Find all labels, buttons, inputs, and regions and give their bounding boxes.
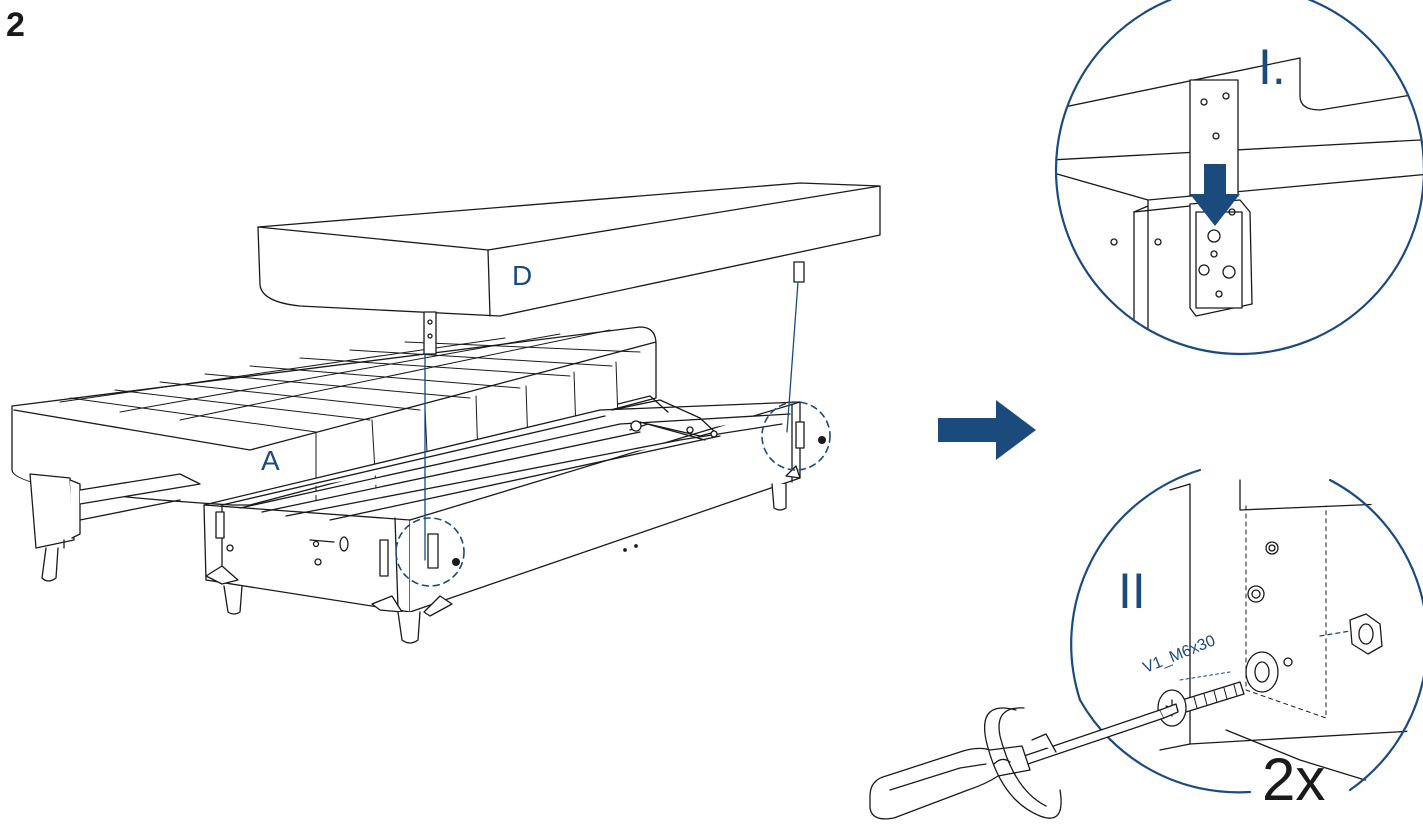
lift-mechanism: [611, 395, 718, 441]
detail-two-view: [869, 468, 1423, 820]
detail-one-view: [1054, 0, 1423, 356]
step-number: 2: [6, 6, 25, 44]
seat-frame-left: [29, 473, 201, 582]
arrow-right-icon: [938, 400, 1036, 460]
storage-base-frame: [203, 401, 805, 644]
part-label-d: D: [512, 260, 533, 291]
detail-markers: [395, 401, 831, 587]
alignment-lines: [424, 281, 799, 561]
detail-label-one: I.: [1258, 39, 1286, 95]
part-label-a: A: [261, 445, 280, 476]
arrow-down-icon: [1190, 164, 1240, 226]
screwdriver: [869, 703, 1179, 820]
detail-label-two: II: [1118, 563, 1146, 619]
upper-cushion-d: [257, 182, 881, 355]
quantity-label: 2x: [1262, 746, 1326, 813]
rotate-clockwise-icon: [984, 707, 1062, 819]
bolt-heads: [452, 436, 826, 566]
